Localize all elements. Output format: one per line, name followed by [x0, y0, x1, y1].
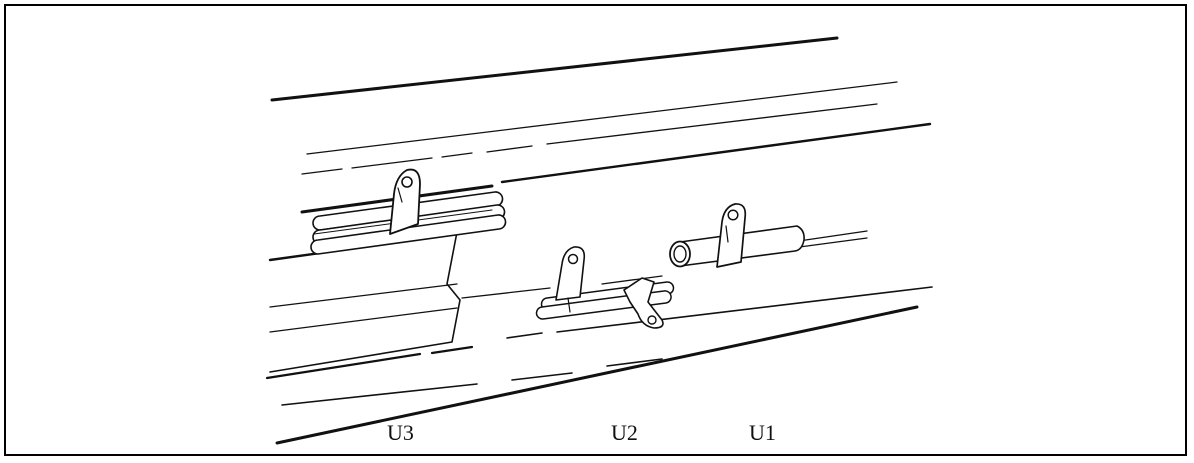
duct-lower-dash-1: [506, 332, 543, 339]
duct-upper-line-3: [351, 157, 433, 169]
u2-clip-upper: [555, 246, 586, 313]
duct-lower-edge-2: [430, 345, 474, 355]
duct-upper-line-2: [301, 168, 343, 175]
duct-lower-dash-3: [281, 383, 478, 406]
duct-upper-line-4: [441, 152, 473, 158]
figure-frame: [4, 4, 1187, 456]
duct-lower-line-2: [269, 307, 458, 333]
label-u3: U3: [387, 420, 414, 445]
duct-lower-dash-5: [606, 358, 663, 367]
label-u2: U2: [611, 420, 638, 445]
duct-lower-dash-2: [556, 286, 933, 333]
duct-bottom-edge: [275, 305, 919, 445]
duct-profile-step: [269, 231, 461, 373]
duct-illustration: [265, 36, 933, 445]
label-u1: U1: [749, 420, 776, 445]
duct-upper-line-1: [306, 81, 898, 155]
duct-upper-line-5: [486, 145, 533, 153]
duct-lower-line-5: [791, 237, 868, 249]
duct-lower-line-4: [601, 275, 663, 285]
duct-lower-line-3: [461, 287, 551, 299]
duct-lower-edge-1: [265, 352, 422, 380]
duct-lower-line-1: [269, 283, 458, 308]
duct-top-edge: [270, 36, 839, 102]
duct-lower-dash-4: [511, 372, 573, 381]
u3-clip: [389, 168, 421, 235]
u2-clip-lower: [623, 277, 664, 329]
u1-clip: [716, 203, 747, 268]
duct-upper-line-6: [546, 103, 878, 145]
